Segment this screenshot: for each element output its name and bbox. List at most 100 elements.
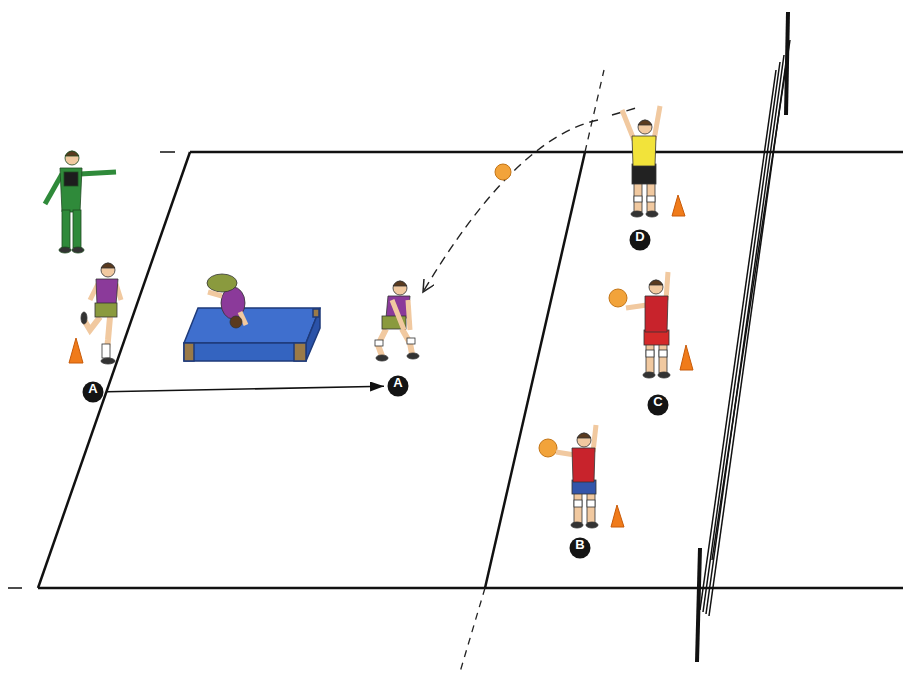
player-d-part: [647, 182, 655, 212]
ball-part: [609, 289, 627, 307]
coach-part: [62, 210, 70, 248]
player-c-part: [626, 305, 647, 308]
attack-line-extension: [460, 70, 604, 672]
player-a-passing-part: [376, 355, 388, 361]
court-lines-part: [160, 151, 175, 153]
callout-letter: A: [82, 381, 104, 403]
player-d-part: [638, 120, 652, 134]
player-d-part: [622, 110, 634, 140]
trajectory: [423, 108, 636, 292]
net-part: [697, 548, 700, 662]
coach-part: [65, 151, 79, 165]
player-a-running-part: [102, 344, 110, 358]
callout-circle: C: [647, 394, 669, 416]
coach-part: [72, 247, 84, 253]
player-d-part: [646, 211, 658, 217]
player-a-running-part: [95, 303, 117, 317]
ball-part: [495, 164, 511, 180]
cone-part: [672, 195, 685, 216]
circle-fill: [570, 538, 591, 559]
rolling-player-part: [207, 274, 237, 292]
player-b-part: [587, 500, 595, 507]
attack-line-extension-part: [585, 70, 604, 152]
court-lines: [8, 152, 903, 588]
player-c-part: [649, 280, 663, 285]
net-part: [706, 55, 784, 614]
trajectory-part: [423, 120, 598, 292]
player-b-part: [586, 522, 598, 528]
rolling-player-part: [208, 292, 222, 296]
coach-part: [64, 172, 78, 186]
player-c-part: [646, 350, 654, 357]
cone-part: [611, 505, 624, 527]
coach-part: [65, 151, 79, 156]
coach-part: [59, 247, 71, 253]
player-a-running-part: [101, 263, 115, 277]
player-a-passing: [375, 281, 419, 361]
coach-part: [80, 172, 116, 174]
callout-letter: D: [629, 229, 651, 251]
player-b-part: [574, 493, 582, 523]
cone-part: [680, 345, 693, 370]
court-lines-part: [190, 151, 903, 154]
player-a-passing-part: [407, 338, 415, 344]
player-a-passing-part: [393, 281, 407, 286]
player-c-part: [646, 343, 654, 373]
player-a-passing-part: [392, 300, 404, 330]
coach-part: [45, 174, 62, 204]
player-b-part: [577, 433, 591, 438]
court-lines-part: [38, 587, 903, 590]
net-part: [786, 12, 788, 115]
mat-part: [184, 343, 194, 361]
player-b-part: [577, 433, 591, 447]
net-part: [712, 40, 790, 560]
player-d-part: [654, 106, 660, 140]
player-a-passing-part: [375, 340, 383, 346]
player-a-passing-part: [393, 281, 407, 295]
court-lines-part: [485, 152, 585, 588]
player-a-running-part: [81, 312, 87, 324]
ball: [495, 164, 627, 457]
circle-fill: [648, 395, 669, 416]
player-c-part: [643, 372, 655, 378]
callout-letter: A: [387, 375, 409, 397]
circle-fill: [388, 376, 409, 397]
mat-part: [184, 343, 306, 361]
player-a-running: [81, 263, 121, 364]
coach-part: [60, 168, 82, 212]
cone-part: [69, 338, 83, 363]
coach: [45, 151, 116, 253]
net-part: [700, 70, 776, 610]
player-c-part: [658, 372, 670, 378]
mat-part: [184, 308, 320, 343]
cone: [69, 195, 693, 527]
callout-letter: C: [647, 394, 669, 416]
player-c: [626, 272, 670, 378]
player-d-part: [647, 196, 655, 202]
court-lines-part: [38, 152, 190, 588]
player-c-part: [659, 350, 667, 357]
player-d-part: [638, 120, 652, 125]
callout-circle: D: [629, 229, 651, 251]
net-part: [703, 62, 780, 612]
player-d-part: [632, 164, 656, 184]
rolling-player-part: [230, 316, 242, 328]
player-d-part: [634, 196, 642, 202]
player-d: [622, 106, 660, 217]
callout-circle: A: [387, 375, 409, 397]
player-b-part: [574, 500, 582, 507]
player-a-running-part: [101, 263, 115, 268]
callout-circle: B: [569, 537, 591, 559]
movement-arrow: [107, 386, 384, 391]
player-b-part: [571, 522, 583, 528]
player-c-part: [649, 280, 663, 294]
player-a-running-part: [101, 358, 115, 364]
player-d-part: [634, 182, 642, 212]
attack-line-extension-part: [460, 588, 485, 672]
player-c-part: [659, 343, 667, 373]
callout-letter: B: [569, 537, 591, 559]
coach-part: [73, 210, 81, 248]
net: [697, 12, 790, 662]
